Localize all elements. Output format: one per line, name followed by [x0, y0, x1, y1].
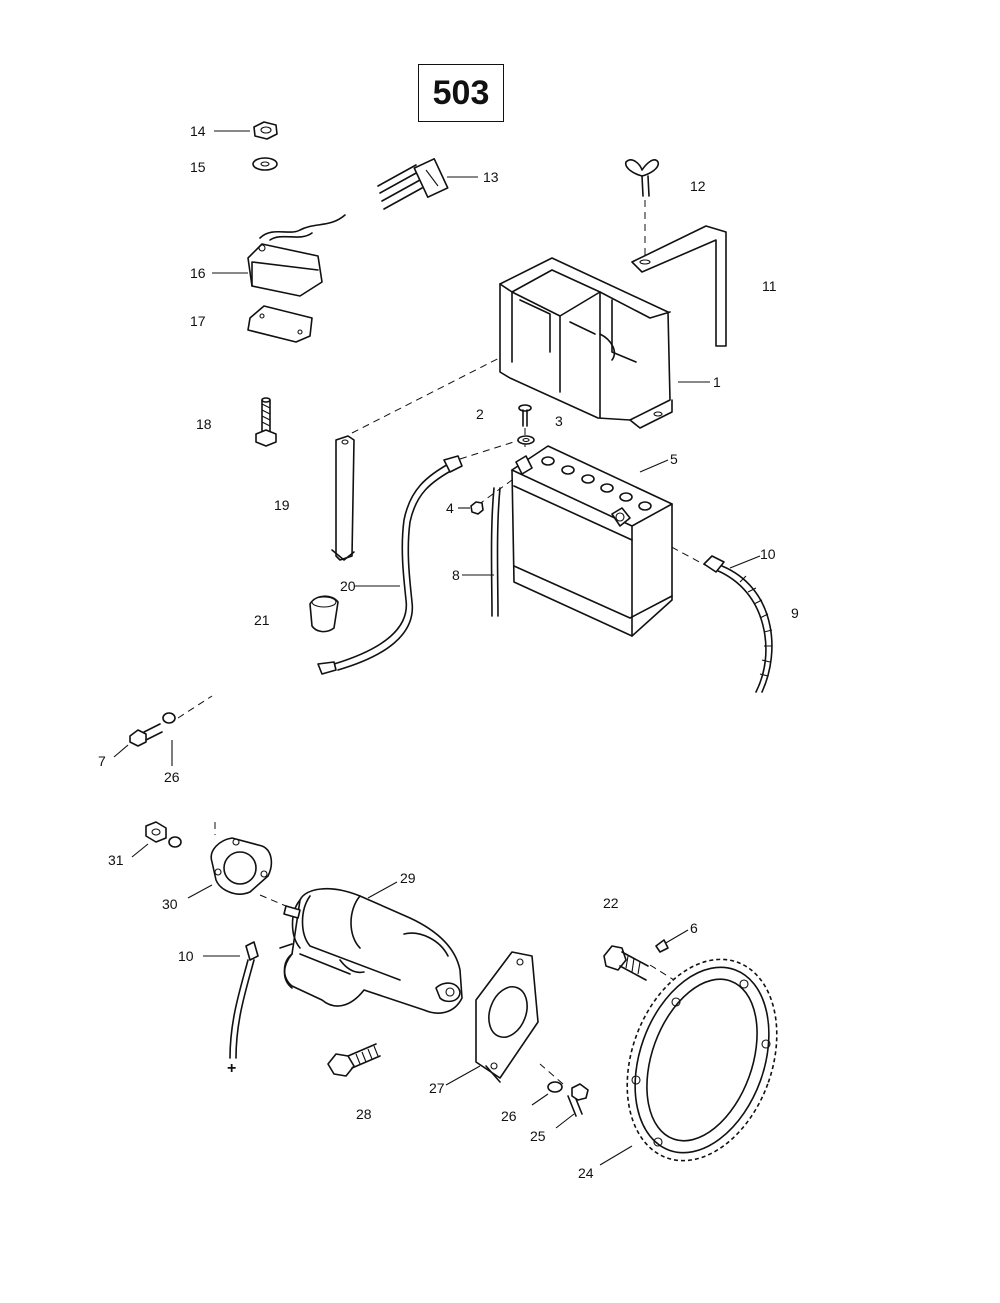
diagram-number-box: 503 [418, 64, 504, 122]
nut-4 [470, 501, 484, 515]
callout-5: 5 [670, 451, 678, 467]
callout-18: 18 [196, 416, 212, 432]
callout-20: 20 [340, 578, 356, 594]
callout-22: 22 [603, 895, 619, 911]
wing-screw-12 [624, 159, 660, 197]
strap-19 [331, 435, 355, 561]
washer-3 [517, 435, 535, 445]
callout-10-bottom: 10 [178, 948, 194, 964]
nut-14 [253, 121, 278, 140]
callout-16: 16 [190, 265, 206, 281]
washer-26-top [162, 712, 176, 724]
bolt-7 [129, 723, 163, 747]
callout-17: 17 [190, 313, 206, 329]
leader-lines [113, 130, 761, 1166]
bolt-22 [603, 945, 649, 981]
battery-5 [511, 445, 673, 637]
screw-18 [255, 397, 277, 447]
callout-29: 29 [400, 870, 416, 886]
bolt-28 [327, 1043, 381, 1077]
callout-12: 12 [690, 178, 706, 194]
callout-6: 6 [690, 920, 698, 936]
callout-9: 9 [791, 605, 799, 621]
diagram-number: 503 [432, 73, 490, 112]
callout-15: 15 [190, 159, 206, 175]
battery-cover-1 [499, 257, 673, 429]
battery-cell-caps [541, 456, 652, 511]
plate-30 [210, 837, 273, 895]
callout-21: 21 [254, 612, 270, 628]
callout-1: 1 [713, 374, 721, 390]
callout-2: 2 [476, 406, 484, 422]
callout-3: 3 [555, 413, 563, 429]
bolt-25 [567, 1083, 589, 1117]
starter-29 [279, 887, 463, 1014]
connector-13 [377, 158, 449, 210]
callout-8: 8 [452, 567, 460, 583]
callout-27: 27 [429, 1080, 445, 1096]
vent-tube-8 [490, 487, 501, 617]
pin-6 [655, 939, 669, 953]
nut-31 [145, 821, 182, 848]
cable-20 [317, 455, 463, 675]
callout-30: 30 [162, 896, 178, 912]
screw-2 [518, 404, 532, 427]
positive-terminal-sign: + [227, 1060, 237, 1077]
callout-4: 4 [446, 500, 454, 516]
callout-14: 14 [190, 123, 206, 139]
callout-28: 28 [356, 1106, 372, 1122]
mount-27 [475, 951, 539, 1083]
callout-10-top: 10 [760, 546, 776, 562]
washer-26-bottom [547, 1081, 563, 1093]
boot-21 [309, 595, 339, 633]
regulator-16 [247, 214, 346, 297]
callout-26-top: 26 [164, 769, 180, 785]
gasket-17 [247, 305, 313, 343]
callout-26-bottom: 26 [501, 1108, 517, 1124]
washer-15 [252, 157, 278, 171]
cable-9 [715, 565, 773, 693]
callout-25: 25 [530, 1128, 546, 1144]
callout-11: 11 [762, 278, 777, 294]
callout-19: 19 [274, 497, 290, 513]
callout-13: 13 [483, 169, 499, 185]
ring-gear-24 [626, 958, 778, 1162]
cable-10-lower [229, 941, 259, 1059]
terminal-10-top [703, 555, 725, 573]
callout-24: 24 [578, 1165, 594, 1181]
callout-31: 31 [108, 852, 124, 868]
callout-7: 7 [98, 753, 106, 769]
bracket-11 [631, 225, 727, 347]
